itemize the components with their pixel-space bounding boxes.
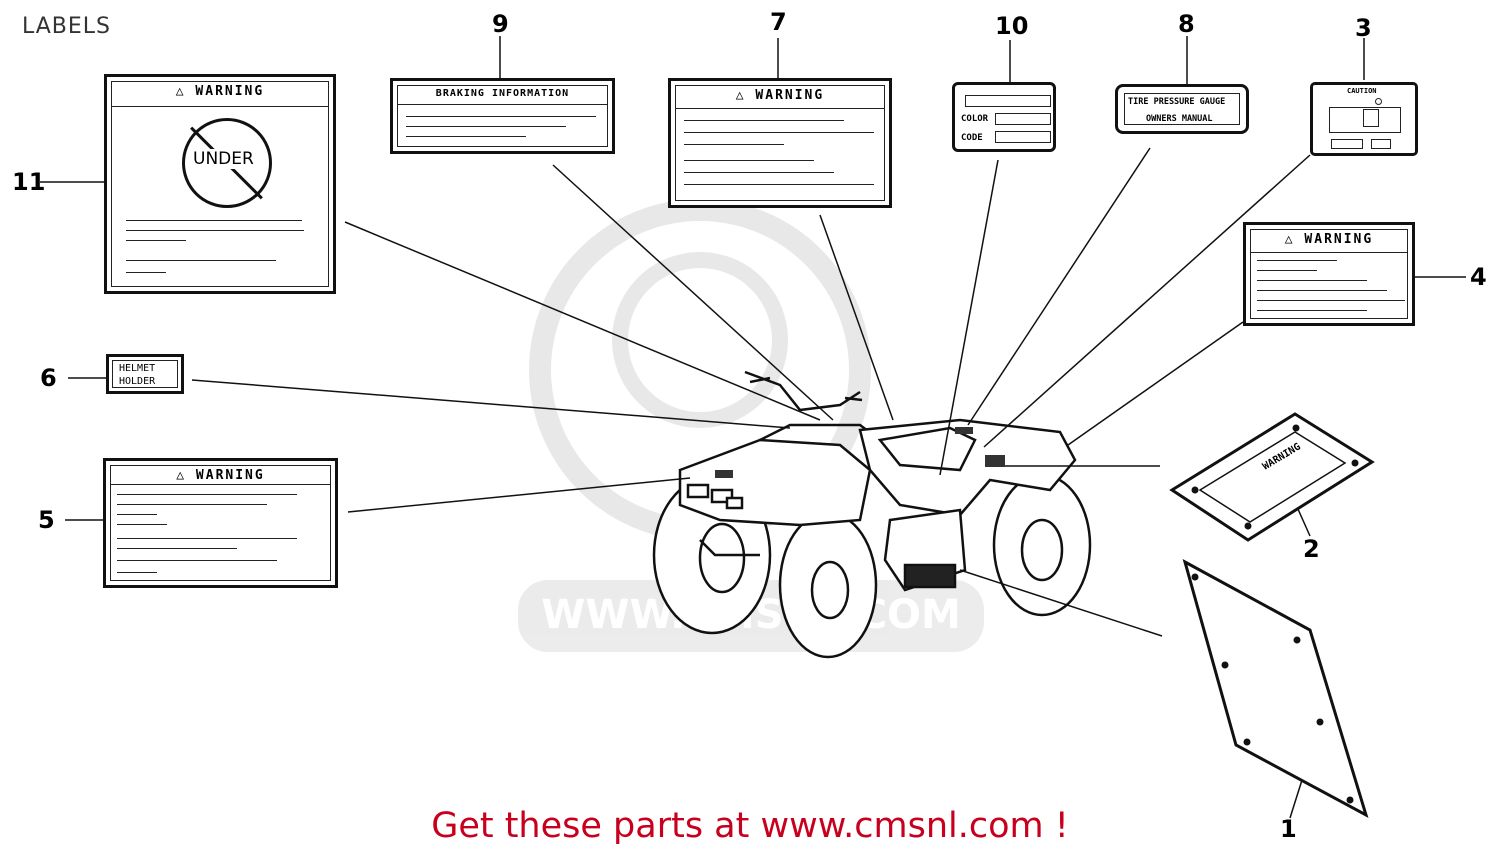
label-9-heading: BRAKING INFORMATION	[398, 86, 607, 105]
warning-triangle-icon: △	[735, 88, 746, 103]
callout-7: 7	[770, 8, 787, 36]
callout-9: 9	[492, 10, 509, 38]
callout-8: 8	[1178, 10, 1195, 38]
warning-triangle-icon: △	[175, 84, 186, 99]
label-7-heading: WARNING	[755, 88, 825, 103]
label-3-caution: CAUTION	[1310, 82, 1418, 156]
label-8-tire-pressure: TIRE PRESSURE GAUGE OWNERS MANUAL	[1115, 84, 1249, 134]
label-10-color-code: COLOR CODE	[952, 82, 1056, 152]
no-under-symbol: UNDER	[182, 118, 272, 208]
callout-10: 10	[995, 12, 1029, 40]
page-title: LABELS	[22, 14, 112, 39]
callout-11: 11	[12, 168, 46, 196]
label-10-code: CODE	[961, 133, 983, 143]
label-3-heading: CAUTION	[1347, 87, 1377, 95]
label-5-heading: WARNING	[195, 468, 265, 483]
label-6-helmet-holder: HELMET HOLDER	[106, 354, 184, 394]
label-8-line2: OWNERS MANUAL	[1146, 114, 1213, 124]
callout-4: 4	[1470, 263, 1487, 291]
warning-triangle-icon: △	[1284, 232, 1295, 247]
warning-triangle-icon: △	[176, 468, 187, 483]
label-4-warning: △ WARNING	[1243, 222, 1415, 326]
callout-6: 6	[40, 364, 57, 392]
atv-illustration	[652, 370, 1092, 659]
label-6-line2: HOLDER	[119, 376, 156, 387]
label-1-plate	[1182, 558, 1369, 819]
label-6-line1: HELMET	[119, 363, 156, 374]
label-11-heading: WARNING	[195, 84, 265, 99]
footer-link[interactable]: Get these parts at www.cmsnl.com !	[431, 806, 1069, 846]
label-11-badge: UNDER	[193, 149, 254, 169]
label-10-color: COLOR	[961, 114, 989, 124]
label-8-line1: TIRE PRESSURE GAUGE	[1128, 97, 1226, 107]
callout-5: 5	[38, 506, 55, 534]
label-2-plate: WARNING	[1169, 412, 1375, 542]
callout-3: 3	[1355, 14, 1372, 42]
label-9-braking-information: BRAKING INFORMATION	[390, 78, 615, 154]
label-11-warning: △ WARNING UNDER	[104, 74, 336, 294]
callout-2: 2	[1303, 535, 1320, 563]
callout-1: 1	[1280, 815, 1297, 843]
label-4-heading: WARNING	[1304, 232, 1374, 247]
label-5-warning: △ WARNING	[103, 458, 338, 588]
label-7-warning: △ WARNING	[668, 78, 892, 208]
